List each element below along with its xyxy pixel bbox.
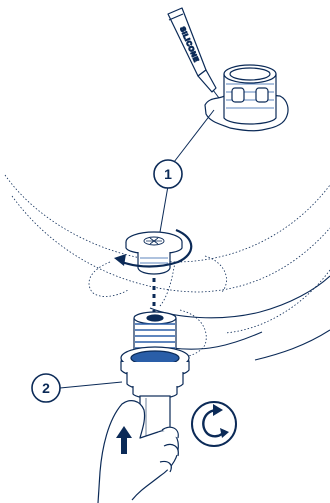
basin-rim	[149, 275, 330, 361]
hand	[97, 400, 179, 503]
silicone-tube: SILICONE	[167, 7, 223, 103]
callout-2-label: 2	[42, 380, 50, 396]
threaded-sleeve	[223, 64, 277, 125]
waste-flange	[125, 231, 183, 275]
callout-2: 2	[31, 373, 61, 403]
rotate-clockwise-icon	[191, 401, 237, 447]
callout-2-leader	[59, 381, 123, 389]
up-arrow-icon	[116, 426, 132, 454]
callout-1: 1	[153, 159, 183, 189]
rotate-arrow-icon	[114, 228, 193, 268]
callout-1-leader	[159, 109, 215, 233]
back-nut	[120, 346, 190, 400]
callout-1-label: 1	[164, 166, 172, 182]
